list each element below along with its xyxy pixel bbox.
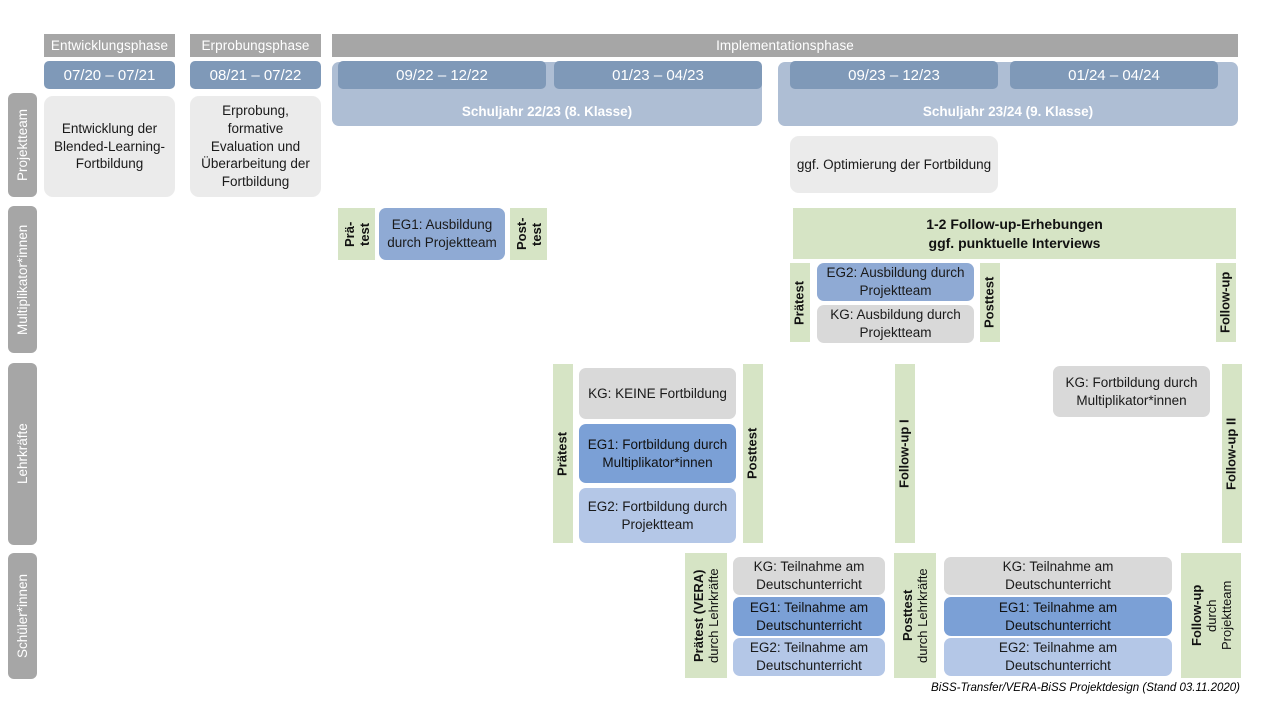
period-label: 01/23 – 04/23 [612,66,704,84]
lehrkraefte-kg-box: KG: KEINE Fortbildung [579,368,736,419]
lehrkraefte-eg2-box: EG2: Fortbildung durch Projektteam [579,488,736,543]
schueler-eg1-left-label: EG1: Teilnahme am Deutschunterricht [749,599,869,633]
projektteam-development-label: Entwicklung der Blended-Learning-Fortbil… [53,120,166,172]
phase-header-erprobungsphase: Erprobungsphase [190,34,321,57]
lehrkraefte-eg1-box: EG1: Fortbildung durch Multiplikator*inn… [579,424,736,483]
multiplikator-praetest2-label: Prätest [791,280,807,325]
schueler-followup-strip: Follow-up durch Projektteam [1181,553,1241,678]
schueler-kg-right-label: KG: Teilnahme am Deutschunterricht [1002,559,1114,592]
schueler-posttest-bold-label: Posttest [900,589,915,642]
multiplikator-eg2-label: EG2: Ausbildung durch Projektteam [826,265,965,298]
schueler-kg-left-label: KG: Teilnahme am Deutschunterricht [753,559,865,592]
multiplikator-praetest-strip: Prä- test [338,208,375,260]
period-chip-0821-0722: 08/21 – 07/22 [190,61,321,89]
lehrkraefte-followup-2-strip: Follow-up II [1222,364,1242,543]
multiplikator-praetest2-strip: Prätest [790,263,810,342]
lehrkraefte-followup-2-label: Follow-up II [1223,417,1239,490]
phase-header-label: Entwicklungsphase [50,38,169,53]
schueler-praetest-bold-label: Prätest (VERA) [691,569,706,662]
multiplikator-eg1-label: EG1: Ausbildung durch Projektteam [387,217,497,250]
schueler-praetest-strip: Prätest (VERA) durch Lehrkräfte [685,553,727,678]
lehrkraefte-kg-box-2: KG: Fortbildung durch Multiplikator*inne… [1053,366,1210,417]
row-label-schuelerinnen: Schüler*innen [8,553,37,679]
lehrkraefte-followup-1-label: Follow-up I [896,419,912,488]
row-label-text: Lehrkräfte [15,423,30,485]
schueler-eg2-box-left: EG2: Teilnahme am Deutschunterricht [733,638,885,676]
row-label-text: Schüler*innen [15,573,30,659]
multiplikator-followup-survey-line1: 1-2 Follow-up-Erhebungen [926,215,1103,232]
lehrkraefte-praetest-strip: Prätest [553,364,573,543]
row-label-lehrkraefte: Lehrkräfte [8,363,37,545]
multiplikator-followup-label: Follow-up [1217,271,1233,334]
multiplikator-followup-survey-bar: 1-2 Follow-up-Erhebungen ggf. punktuelle… [793,208,1236,259]
lehrkraefte-followup-1-strip: Follow-up I [895,364,915,543]
schueler-eg1-box-right: EG1: Teilnahme am Deutschunterricht [944,597,1172,636]
schueler-followup-sub2-label: Projektteam [1218,580,1234,651]
phase-header-label: Implementationsphase [716,38,854,53]
schueler-posttest-sub-label: durch Lehrkräfte [915,568,930,663]
projektteam-optimization-label: ggf. Optimierung der Fortbildung [796,156,992,172]
period-label: 07/20 – 07/21 [63,66,156,84]
row-label-projektteam: Projektteam [8,93,37,197]
row-label-multiplikatorinnen: Multiplikator*innen [8,206,37,353]
period-label: 09/22 – 12/22 [396,66,488,84]
period-label: 09/23 – 12/23 [848,66,940,84]
multiplikator-followup-survey-line2: ggf. punktuelle Interviews [928,234,1101,251]
period-chip-0124-0424: 01/24 – 04/24 [1010,61,1218,89]
projektteam-testing-box: Erprobung, formative Evaluation und Über… [190,96,321,197]
multiplikator-praetest-line1: Prä- [341,221,357,247]
schueler-eg1-box-left: EG1: Teilnahme am Deutschunterricht [733,597,885,636]
multiplikator-posttest-line1: Post- [513,217,529,251]
projektteam-development-box: Entwicklung der Blended-Learning-Fortbil… [44,96,175,197]
multiplikator-posttest-strip: Post- test [510,208,547,260]
lehrkraefte-kg-2-label: KG: Fortbildung durch Multiplikator*inne… [1065,374,1198,408]
multiplikator-kg-box: KG: Ausbildung durch Projektteam [817,305,974,343]
schueler-posttest-strip: Posttest durch Lehrkräfte [894,553,936,678]
schueler-eg2-right-label: EG2: Teilnahme am Deutschunterricht [998,640,1118,673]
schueler-eg1-right-label: EG1: Teilnahme am Deutschunterricht [998,599,1118,633]
schueler-kg-box-right: KG: Teilnahme am Deutschunterricht [944,557,1172,595]
period-label: 01/24 – 04/24 [1068,66,1160,84]
lehrkraefte-eg2-label: EG2: Fortbildung durch Projektteam [587,498,728,532]
multiplikator-kg-label: KG: Ausbildung durch Projektteam [830,307,961,340]
multiplikator-eg2-box: EG2: Ausbildung durch Projektteam [817,263,974,301]
footer-caption: BiSS-Transfer/VERA-BiSS Projektdesign (S… [700,682,1240,698]
school-year-label: Schuljahr 23/24 (9. Klasse) [922,104,1094,119]
multiplikator-posttest2-strip: Posttest [980,263,1000,342]
schueler-eg2-left-label: EG2: Teilnahme am Deutschunterricht [749,640,869,673]
phase-header-implementationsphase: Implementationsphase [332,34,1238,57]
multiplikator-praetest-line2: test [356,222,372,246]
lehrkraefte-eg1-label: EG1: Fortbildung durch Multiplikator*inn… [587,436,728,470]
schueler-eg2-box-right: EG2: Teilnahme am Deutschunterricht [944,638,1172,676]
phase-header-label: Erprobungsphase [201,38,310,53]
period-chip-0123-0423: 01/23 – 04/23 [554,61,762,89]
schueler-followup-bold-label: Follow-up [1188,584,1204,647]
footer-text: BiSS-Transfer/VERA-BiSS Projektdesign (S… [931,682,1240,694]
period-chip-0720-0721: 07/20 – 07/21 [44,61,175,89]
projektteam-testing-label: Erprobung, formative Evaluation und Über… [201,102,310,190]
lehrkraefte-kg-label: KG: KEINE Fortbildung [588,385,727,401]
schueler-followup-sub1-label: durch [1203,599,1219,632]
multiplikator-posttest2-label: Posttest [981,276,997,329]
period-chip-0923-1223: 09/23 – 12/23 [790,61,998,89]
multiplikator-followup-strip: Follow-up [1216,263,1236,342]
school-year-label: Schuljahr 22/23 (8. Klasse) [461,104,633,119]
multiplikator-eg1-box: EG1: Ausbildung durch Projektteam [379,208,505,260]
lehrkraefte-posttest-strip: Posttest [743,364,763,543]
row-label-text: Multiplikator*innen [15,224,30,335]
lehrkraefte-praetest-label: Prätest [554,431,570,476]
period-label: 08/21 – 07/22 [209,66,302,84]
schueler-praetest-sub-label: durch Lehrkräfte [706,568,721,663]
multiplikator-posttest-line2: test [528,222,544,246]
projektteam-optimization-box: ggf. Optimierung der Fortbildung [790,136,998,193]
phase-header-entwicklungsphase: Entwicklungsphase [44,34,175,57]
period-chip-0922-1222: 09/22 – 12/22 [338,61,546,89]
lehrkraefte-posttest-label: Posttest [744,427,760,480]
row-label-text: Projektteam [15,108,30,182]
schueler-kg-box-left: KG: Teilnahme am Deutschunterricht [733,557,885,595]
